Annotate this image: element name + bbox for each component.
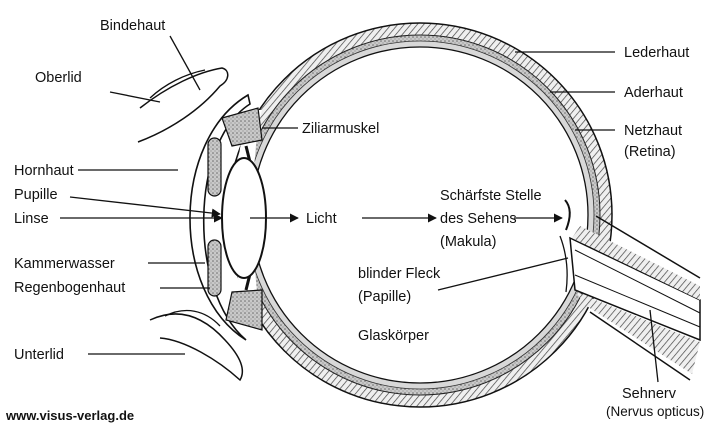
label-oberlid: Oberlid [35, 70, 82, 86]
label-linse: Linse [14, 211, 49, 227]
label-sehnerv-line1: Sehnerv [622, 386, 677, 402]
label-bindehaut: Bindehaut [100, 18, 165, 34]
label-netzhaut-line1: Netzhaut [624, 123, 682, 139]
label-netzhaut-line2: (Retina) [624, 144, 676, 160]
footer-website: www.visus-verlag.de [5, 408, 134, 423]
iris-upper [208, 138, 221, 196]
label-aderhaut: Aderhaut [624, 85, 683, 101]
label-sehnerv-line2: (Nervus opticus) [606, 404, 704, 419]
label-ziliarmuskel: Ziliarmuskel [302, 121, 379, 137]
label-makula-line2: des Sehens [440, 211, 517, 227]
label-lederhaut: Lederhaut [624, 45, 689, 61]
label-regenbogenhaut: Regenbogenhaut [14, 280, 125, 296]
label-kammerwasser: Kammerwasser [14, 256, 115, 272]
label-pupille: Pupille [14, 187, 58, 203]
label-glaskoerper: Glaskörper [358, 328, 429, 344]
label-blinder-fleck-line2: (Papille) [358, 289, 411, 305]
label-makula-line3: (Makula) [440, 234, 496, 250]
leader-oberlid [110, 92, 160, 102]
label-makula-line1: Schärfste Stelle [440, 188, 542, 204]
label-hornhaut: Hornhaut [14, 163, 74, 179]
label-licht: Licht [306, 211, 337, 227]
label-unterlid: Unterlid [14, 347, 64, 363]
label-blinder-fleck-line1: blinder Fleck [358, 266, 441, 282]
